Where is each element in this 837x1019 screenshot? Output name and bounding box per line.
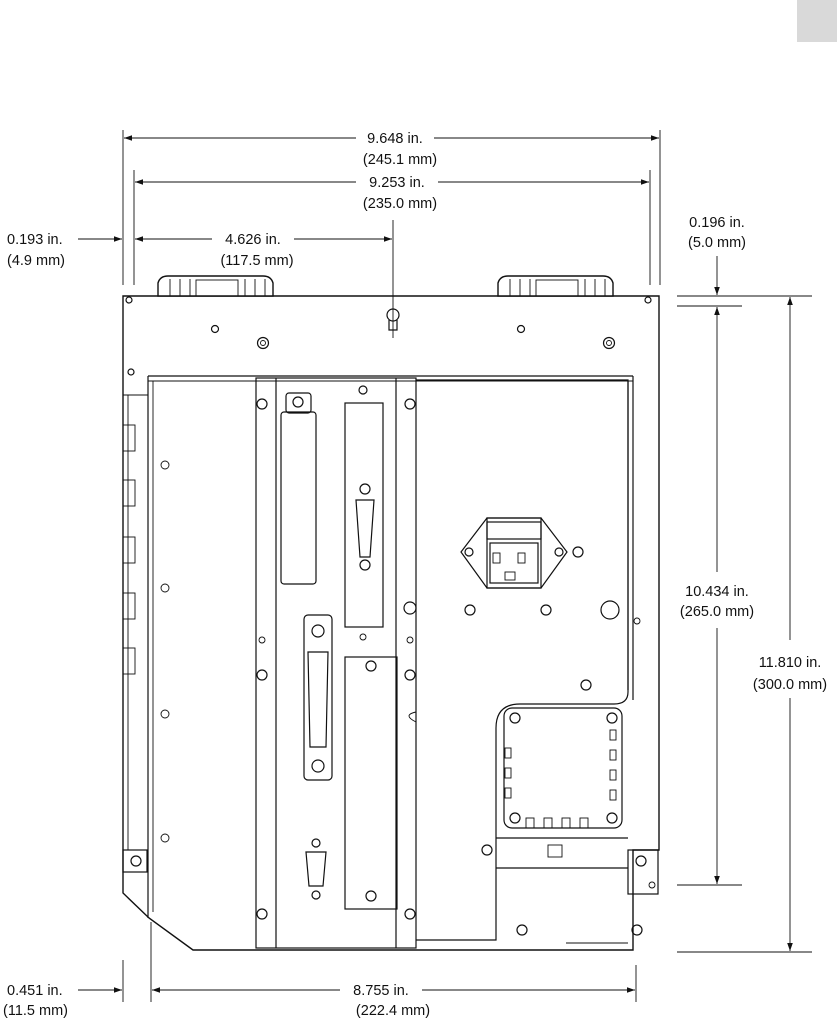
left-offset-in: 0.193 in. — [7, 232, 63, 248]
bottom-width-mm: (222.4 mm) — [356, 1003, 430, 1019]
chassis-outline — [123, 296, 659, 950]
center-offset-in: 4.626 in. — [225, 232, 281, 248]
printer-back-view — [123, 276, 659, 950]
hole-height-in: 10.434 in. — [685, 584, 749, 600]
overall-height-in: 11.810 in. — [759, 655, 822, 671]
overall-width-mm: (245.1 mm) — [363, 152, 437, 168]
center-offset-mm: (117.5 mm) — [220, 253, 293, 269]
top-offset-mm: (5.0 mm) — [688, 235, 746, 251]
hole-height-mm: (265.0 mm) — [680, 604, 754, 620]
overall-height-mm: (300.0 mm) — [753, 677, 827, 693]
left-knob — [158, 276, 273, 296]
top-offset-in: 0.196 in. — [689, 215, 745, 231]
mount-width-mm: (235.0 mm) — [363, 196, 437, 212]
mount-width-in: 9.253 in. — [369, 175, 425, 191]
left-offset-mm: (4.9 mm) — [7, 253, 65, 269]
bottom-left-offset-in: 0.451 in. — [7, 983, 63, 999]
overall-width-in: 9.648 in. — [367, 131, 423, 147]
right-knob — [498, 276, 613, 296]
bottom-left-offset-mm: (11.5 mm) — [3, 1003, 68, 1019]
bottom-width-in: 8.755 in. — [353, 983, 409, 999]
